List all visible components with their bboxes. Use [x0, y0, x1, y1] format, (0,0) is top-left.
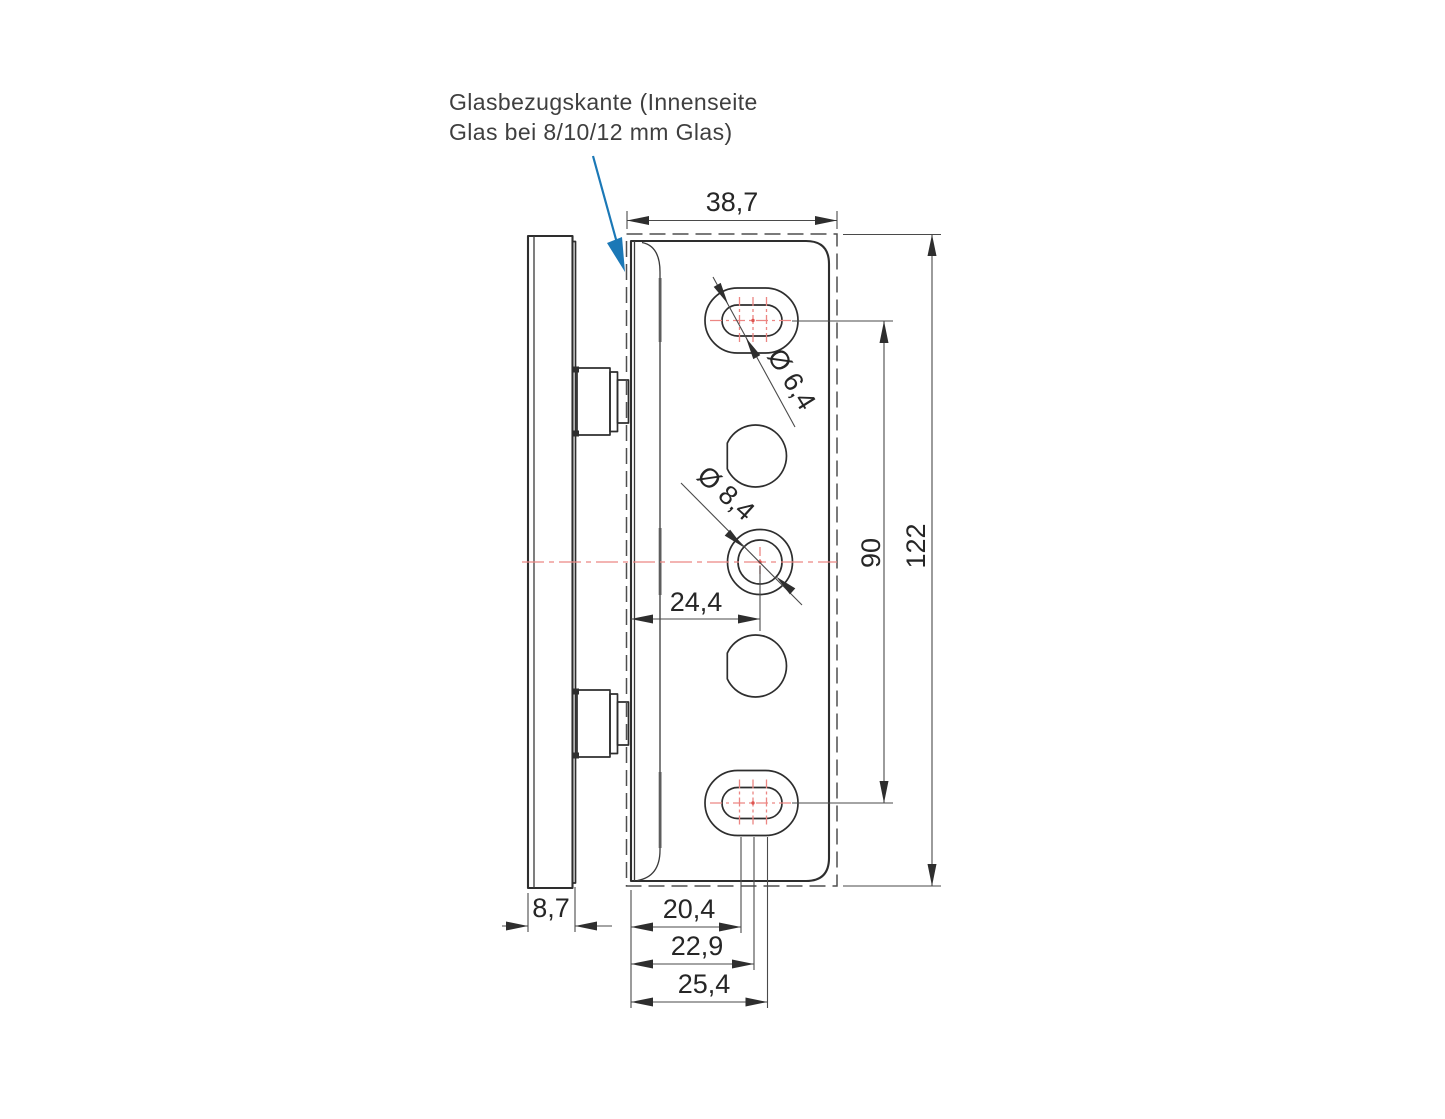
arrowhead [879, 781, 889, 803]
dim-hole-spacing: 90 [792, 320, 893, 804]
arrowhead [631, 922, 653, 932]
arrowhead [738, 614, 760, 624]
bushing-step [609, 693, 619, 755]
dim-bottom-2-label: 22,9 [671, 931, 724, 961]
dim-height-overall-label: 122 [901, 523, 931, 568]
arrowhead [506, 921, 528, 931]
dim-bottom-1-label: 20,4 [663, 894, 716, 924]
slot-top-center-mark [751, 318, 755, 323]
bushing-seal-mark [573, 688, 579, 695]
glass-edge-callout: Glasbezugskante (Innenseite Glas bei 8/1… [449, 89, 758, 272]
side-view-bushing-lower [573, 688, 630, 759]
bend-edge-tick [658, 278, 662, 342]
arrowhead [746, 338, 761, 360]
dim-center-offset: 24,4 [631, 566, 761, 631]
bend-edge-tick [658, 772, 662, 848]
bushing-shaft [616, 701, 630, 746]
arrowhead [575, 921, 597, 931]
dim-hole-diameter: Ø 8,4 [680, 460, 803, 606]
round-hole-upper [726, 424, 788, 488]
front-view [625, 233, 838, 887]
arrowhead [627, 216, 649, 225]
slot-bottom-center-mark [751, 801, 755, 805]
arrowhead [815, 216, 837, 225]
dim-side-width: 8,7 [502, 887, 612, 932]
centerlines [522, 297, 837, 827]
dim-bottom-3-label: 25,4 [678, 969, 731, 999]
arrowhead [745, 997, 768, 1007]
arrowhead [724, 529, 744, 548]
arrowhead [879, 321, 889, 343]
arrowhead [732, 959, 754, 969]
glass-reference-outline [625, 233, 838, 887]
arrowhead [927, 864, 937, 886]
bushing-step [609, 371, 619, 433]
dim-slot-diameter-label: Ø 6,4 [761, 343, 821, 415]
bushing-seal-mark [573, 752, 579, 759]
dim-width-top: 38,7 [626, 187, 838, 229]
arrowhead [631, 997, 653, 1007]
callout-leader-line [591, 155, 619, 244]
dim-bottom-stack: 20,4 22,9 25,4 [630, 837, 769, 1008]
arrowhead [631, 614, 653, 624]
arrowhead [776, 576, 796, 595]
dim-hole-spacing-label: 90 [856, 538, 886, 568]
arrowhead [927, 234, 937, 256]
round-hole-lower [726, 634, 788, 698]
dim-height-overall: 122 [843, 233, 941, 887]
bushing-block [576, 367, 611, 436]
side-view [526, 234, 630, 890]
bracket-plate-outline [629, 239, 831, 883]
dim-hole-diameter-label: Ø 8,4 [691, 460, 760, 526]
callout-arrowhead [607, 237, 625, 272]
bushing-shaft [616, 379, 630, 424]
side-view-bushing-upper [573, 366, 630, 437]
dim-side-width-label: 8,7 [532, 893, 570, 923]
arrowhead [713, 282, 728, 304]
bushing-seal-mark [573, 366, 579, 373]
arrowhead [631, 959, 653, 969]
bushing-seal-mark [573, 430, 579, 437]
arrowhead [719, 922, 741, 932]
dim-width-top-label: 38,7 [706, 187, 759, 217]
callout-line-2: Glas bei 8/10/12 mm Glas) [449, 119, 733, 145]
dim-center-offset-label: 24,4 [670, 587, 723, 617]
bushing-block [576, 689, 611, 758]
callout-line-1: Glasbezugskante (Innenseite [449, 89, 758, 115]
